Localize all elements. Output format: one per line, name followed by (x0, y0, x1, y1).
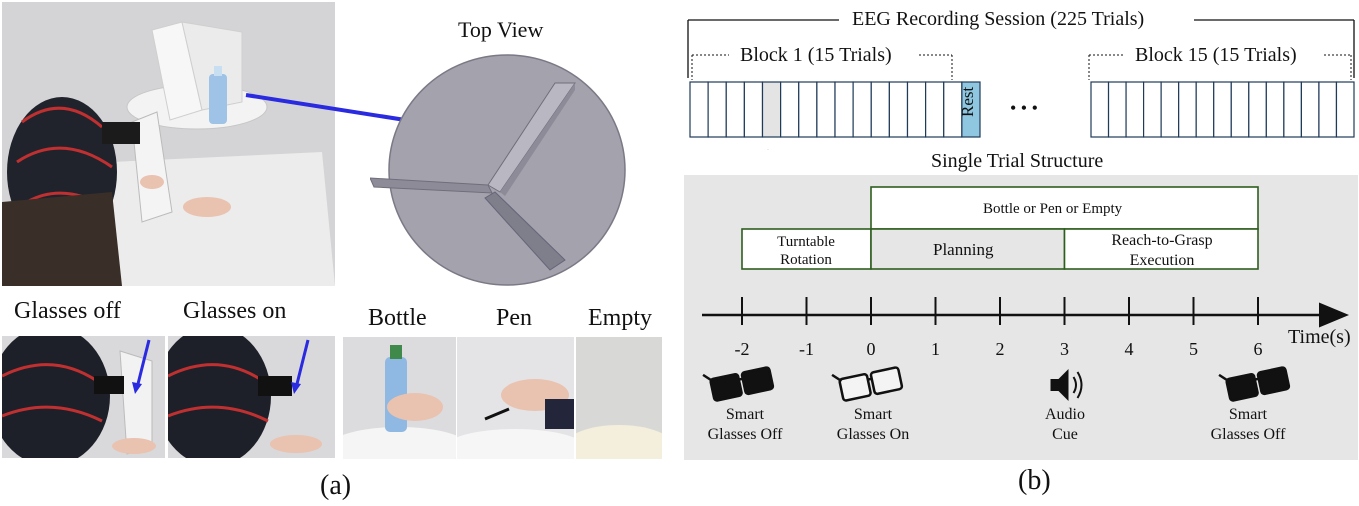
block-1-trial-cell (780, 81, 800, 138)
bottle-photo (343, 337, 456, 459)
block-15-trial-cell (1213, 81, 1232, 138)
event-caption-2-line1: Audio (1045, 406, 1085, 423)
event-caption-3-line2: Glasses Off (1210, 426, 1286, 443)
trial-timeline: -2 -1 0 1 2 3 4 5 6 (702, 186, 1349, 402)
block-15-trial-cell (1090, 81, 1110, 138)
block-15-trial-cell (1300, 81, 1320, 138)
event-caption-0-line2: Glasses Off (707, 426, 783, 443)
block-1-trial-cell (925, 81, 945, 138)
session-label: EEG Recording Session (225 Trials) (852, 8, 1145, 30)
object-label-pen: Pen (496, 305, 532, 331)
panel-a-caption: (a) (320, 470, 352, 501)
block-1-trial-cell (798, 81, 818, 138)
block-15-trial-cell (1283, 81, 1302, 138)
axis-tick-label: 5 (1189, 339, 1198, 359)
top-view-render (370, 54, 626, 286)
block-1-trial-cell (689, 81, 709, 138)
block-15-trial-cell (1160, 81, 1180, 138)
phase-label-turntable-line1: Turntable (777, 234, 835, 250)
axis-tick-label: 0 (867, 339, 876, 359)
event-caption-1-line1: Smart (853, 406, 893, 423)
panel-b-caption: (b) (1018, 465, 1051, 496)
block-15-trial-cell (1318, 81, 1338, 138)
block-15-trial-cell (1335, 81, 1355, 138)
block-15-trial-cell (1265, 81, 1285, 138)
block-1-trial-cell (816, 81, 836, 138)
block-1-trial-cell (852, 81, 872, 138)
top-view-label: Top View (458, 17, 544, 42)
empty-photo (576, 337, 662, 459)
phase-box-2 (1063, 228, 1259, 270)
dark-glasses-icon (702, 366, 775, 402)
phase-object-label: Bottle or Pen or Empty (983, 201, 1123, 217)
block-1-trial-cell (834, 81, 854, 138)
axis-tick-label: -2 (735, 339, 750, 359)
glasses-off-photo (2, 336, 165, 458)
event-caption-2-line2: Cue (1052, 426, 1078, 443)
block-1-trial-cell (906, 81, 927, 138)
object-phase-box (870, 186, 1259, 230)
event-caption-0: Smart Glasses Off (700, 405, 790, 445)
block-1-trial-cell (725, 81, 745, 138)
glasses-on-label: Glasses on (183, 298, 287, 324)
setup-photo (2, 2, 335, 286)
block-15-trial-cell (1107, 81, 1127, 138)
glasses-off-label: Glasses off (14, 298, 121, 324)
block-1-trial-cell (888, 81, 909, 138)
event-caption-3: Smart Glasses Off (1198, 405, 1298, 445)
trial-structure-label: Single Trial Structure (925, 150, 1110, 173)
block-15-trial-cell (1143, 81, 1162, 138)
event-caption-1: Smart Glasses On (828, 405, 918, 445)
speaker-icon (1050, 369, 1083, 401)
phase-label-turntable-line2: Rotation (780, 252, 832, 268)
event-caption-3-line1: Smart (1228, 406, 1268, 423)
phase-label-execution-line2: Execution (1129, 252, 1195, 269)
block-1-trial-cell (870, 81, 890, 138)
rest-label: Rest (958, 86, 977, 117)
pen-photo (457, 337, 574, 459)
phase-label-turntable: Turntable Rotation (742, 233, 870, 269)
axis-tick-label: 6 (1254, 339, 1263, 359)
ellipsis: • • • (1010, 98, 1038, 118)
axis-tick-label: 2 (996, 339, 1005, 359)
axis-tick-label: 1 (931, 339, 940, 359)
phase-label-execution-line1: Reach-to-Grasp (1111, 232, 1213, 249)
clear-glasses-icon (831, 366, 904, 402)
event-caption-2: Audio Cue (1020, 405, 1110, 445)
block-15-trial-cell (1230, 81, 1250, 138)
block-15-trial-cell (1178, 81, 1197, 138)
session-diagram (687, 19, 1355, 150)
phase-label-execution: Reach-to-Grasp Execution (1066, 231, 1258, 271)
event-caption-1-line2: Glasses On (836, 426, 910, 443)
block-15-trial-cell (1125, 81, 1145, 138)
time-unit-label: Time(s) (1288, 326, 1351, 348)
block-15-trial-cell (1248, 81, 1267, 138)
glasses-on-photo (168, 336, 335, 458)
block-1-trial-cell (761, 81, 782, 138)
block-1-trial-cell (743, 81, 764, 138)
phase-label-planning: Planning (933, 240, 994, 259)
dark-glasses-icon (1218, 366, 1291, 402)
event-caption-0-line1: Smart (725, 406, 765, 423)
axis-tick-label: 3 (1060, 339, 1069, 359)
axis-tick-label: 4 (1125, 339, 1134, 359)
object-label-bottle: Bottle (368, 305, 427, 331)
rest-cell (961, 81, 981, 138)
object-label-empty: Empty (588, 305, 652, 331)
block-15-trial-cell (1195, 81, 1215, 138)
block-1-trial-cell (707, 81, 727, 138)
block-first-label: Block 1 (15 Trials) (740, 44, 892, 66)
block-last-label: Block 15 (15 Trials) (1135, 44, 1297, 66)
axis-tick-label: -1 (799, 339, 814, 359)
